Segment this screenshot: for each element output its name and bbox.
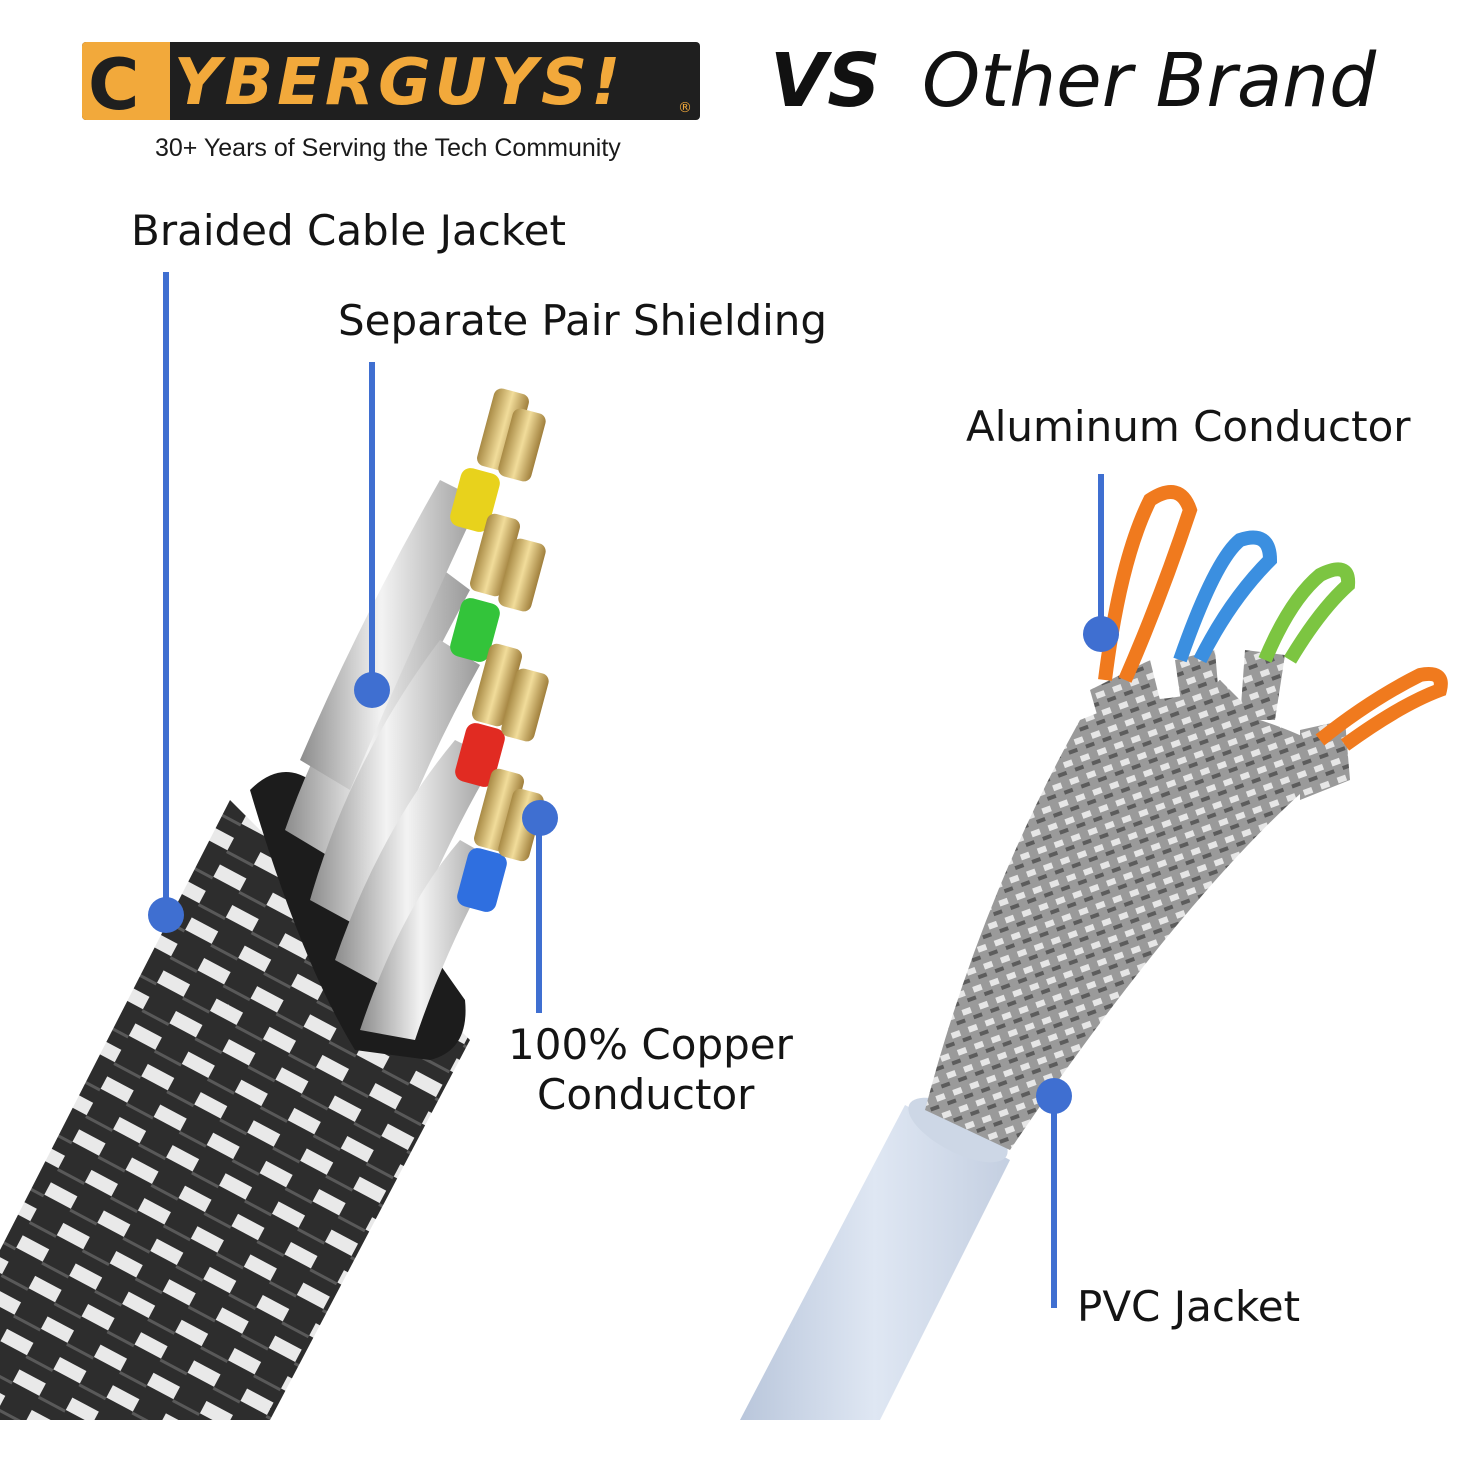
brand-tagline: 30+ Years of Serving the Tech Community bbox=[155, 134, 621, 162]
leader-pair-shielding bbox=[354, 362, 390, 708]
copper-conductor-yellow bbox=[450, 388, 546, 532]
registered-mark: ® bbox=[678, 100, 692, 116]
competitor-heading: Other Brand bbox=[922, 38, 1377, 124]
leader-copper-conductor bbox=[522, 800, 558, 1013]
pvc-cable bbox=[740, 485, 1448, 1420]
label-separate-pair-shielding: Separate Pair Shielding bbox=[338, 296, 828, 345]
label-pvc-jacket: PVC Jacket bbox=[1077, 1282, 1301, 1331]
cyberguys-logo: C YBERGUYS! ® bbox=[82, 42, 700, 120]
braided-cable bbox=[0, 388, 549, 1420]
copper-conductor-red bbox=[455, 643, 549, 787]
vs-heading: VS bbox=[770, 38, 881, 124]
label-aluminum-conductor: Aluminum Conductor bbox=[966, 402, 1411, 451]
label-copper-conductor-line1: 100% Copper bbox=[508, 1020, 793, 1069]
copper-conductor-green bbox=[450, 513, 546, 662]
leader-aluminum-conductor bbox=[1083, 474, 1119, 652]
logo-initial-block: C bbox=[82, 42, 170, 120]
label-copper-conductor-line2: Conductor bbox=[537, 1070, 755, 1119]
logo-initial: C bbox=[88, 44, 140, 120]
leader-braided-jacket bbox=[148, 272, 184, 933]
logo-wordmark: YBERGUYS! bbox=[174, 46, 625, 120]
leader-pvc-jacket bbox=[1036, 1078, 1072, 1308]
label-braided-cable-jacket: Braided Cable Jacket bbox=[131, 206, 566, 255]
